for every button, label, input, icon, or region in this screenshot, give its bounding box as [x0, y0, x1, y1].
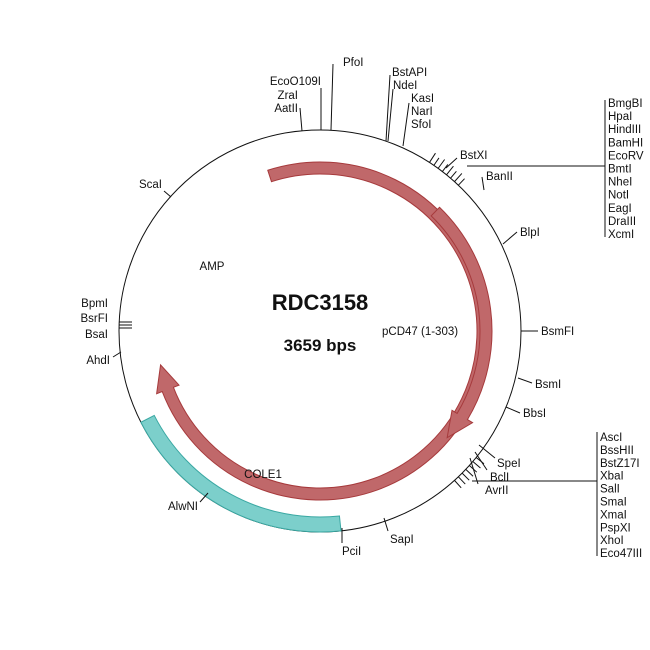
restriction-site-label-bsmi[interactable]: BsmI: [535, 379, 561, 391]
cluster-tick: [433, 157, 440, 166]
restriction-site-label-alwni[interactable]: AlwNI: [168, 501, 198, 513]
restriction-site-label-bbsi[interactable]: BbsI: [523, 408, 546, 420]
restriction-site-label-xhoi[interactable]: XhoI: [600, 535, 624, 547]
cluster-tick: [454, 173, 463, 182]
cluster-tick: [475, 457, 485, 465]
cluster-tick: [437, 159, 446, 169]
site-tick-line: [502, 231, 518, 245]
restriction-site-label-pcii[interactable]: PciI: [342, 546, 361, 558]
restriction-site-label-nari[interactable]: NarI: [411, 106, 433, 118]
restriction-site-label-sali[interactable]: SalI: [600, 484, 620, 496]
restriction-site-label-bpmi[interactable]: BpmI: [81, 298, 108, 310]
restriction-site-label-avrii[interactable]: AvrII: [485, 485, 508, 497]
site-tick-line: [330, 63, 334, 131]
restriction-site-label-xcmi[interactable]: XcmI: [608, 229, 634, 241]
restriction-site-label-hindiii[interactable]: HindIII: [608, 124, 641, 136]
plasmid-size: 3659 bps: [284, 336, 357, 355]
restriction-site-label-kasi[interactable]: KasI: [411, 93, 434, 105]
restriction-site-label-ahdi[interactable]: AhdI: [86, 355, 110, 367]
restriction-site-label-aatii[interactable]: AatII: [274, 103, 298, 115]
restriction-site-label-zrai[interactable]: ZraI: [278, 90, 298, 102]
restriction-site-label-bstz17i[interactable]: BstZ17I: [600, 458, 640, 470]
restriction-site-label-blpi[interactable]: BlpI: [520, 227, 540, 239]
restriction-site-label-pfoi[interactable]: PfoI: [343, 57, 363, 69]
site-tick-line: [505, 406, 521, 414]
restriction-site-label-xmai[interactable]: XmaI: [600, 509, 627, 521]
site-tick-line: [199, 492, 209, 503]
restriction-site-label-pspxi[interactable]: PspXI: [600, 522, 631, 534]
restriction-site-label-bstapi[interactable]: BstAPI: [392, 67, 427, 79]
restriction-site-label-bstxi[interactable]: BstXI: [460, 150, 487, 162]
site-tick-line: [481, 176, 485, 191]
restriction-site-label-sapi[interactable]: SapI: [390, 534, 414, 546]
cluster-tick: [441, 164, 449, 172]
restriction-site-label-bsai[interactable]: BsaI: [85, 329, 108, 341]
feature-label[interactable]: AMP: [200, 261, 225, 273]
restriction-site-label-bsshii[interactable]: BssHII: [600, 445, 634, 457]
cluster-tick: [454, 480, 462, 489]
site-tick-line: [383, 517, 389, 532]
restriction-site-label-bmti[interactable]: BmtI: [608, 164, 632, 176]
site-tick-line: [445, 157, 458, 169]
cluster-tick: [457, 178, 465, 186]
restriction-site-label-ecoo109i[interactable]: EcoO109I: [270, 76, 321, 88]
restriction-site-label-noti[interactable]: NotI: [608, 190, 629, 202]
cluster-tick: [472, 461, 481, 469]
site-tick-line: [402, 102, 410, 147]
feature-label[interactable]: COLE1: [244, 469, 282, 481]
restriction-site-label-bmgbi[interactable]: BmgBI: [608, 98, 643, 110]
pcd47-gene-arrow[interactable]: [430, 206, 493, 439]
cluster-tick: [469, 465, 478, 473]
restriction-site-label-bsmfi[interactable]: BsmFI: [541, 326, 574, 338]
site-tick-line: [387, 88, 394, 142]
restriction-site-label-eagi[interactable]: EagI: [608, 203, 632, 215]
restriction-site-label-draiii[interactable]: DraIII: [608, 216, 636, 228]
site-tick-line: [112, 351, 122, 358]
site-tick-line: [517, 377, 533, 384]
site-tick-line: [385, 74, 391, 142]
restriction-site-label-nhei[interactable]: NheI: [608, 177, 632, 189]
cluster-tick: [450, 170, 457, 179]
cole1-origin-band[interactable]: [140, 414, 342, 533]
site-tick-line: [299, 107, 303, 132]
site-tick-line: [163, 190, 172, 198]
restriction-site-label-hpai[interactable]: HpaI: [608, 111, 632, 123]
restriction-site-label-smai[interactable]: SmaI: [600, 497, 627, 509]
cluster-tick: [457, 476, 466, 485]
cluster-tick: [461, 472, 470, 481]
site-tick-line: [469, 457, 479, 485]
site-tick-line: [478, 444, 496, 459]
restriction-site-label-banii[interactable]: BanII: [486, 171, 513, 183]
restriction-site-label-ecorv[interactable]: EcoRV: [608, 150, 644, 162]
restriction-site-label-scai[interactable]: ScaI: [139, 179, 162, 191]
restriction-site-label-eco47iii[interactable]: Eco47III: [600, 548, 642, 560]
cluster-tick: [429, 152, 436, 163]
restriction-site-label-bsrfi[interactable]: BsrFI: [81, 313, 108, 325]
restriction-site-label-xbai[interactable]: XbaI: [600, 471, 624, 483]
restriction-site-label-bcli[interactable]: BclI: [490, 472, 509, 484]
cluster-tick: [465, 468, 474, 477]
restriction-site-label-bamhi[interactable]: BamHI: [608, 137, 643, 149]
plasmid-name: RDC3158: [272, 290, 369, 315]
restriction-site-label-ndei[interactable]: NdeI: [393, 80, 417, 92]
restriction-site-label-asci[interactable]: AscI: [600, 432, 622, 444]
feature-label[interactable]: pCD47 (1-303): [382, 326, 458, 338]
restriction-site-label-sfoi[interactable]: SfoI: [411, 119, 431, 131]
restriction-site-label-spei[interactable]: SpeI: [497, 458, 521, 470]
cluster-tick: [446, 165, 454, 176]
